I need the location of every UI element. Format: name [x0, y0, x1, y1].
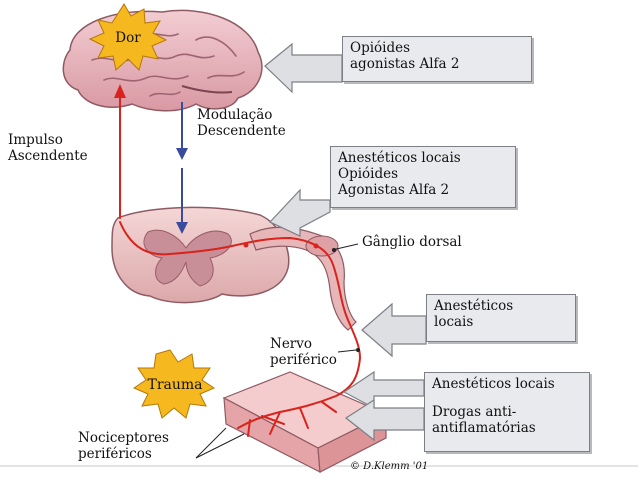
brain	[62, 9, 263, 112]
brain-drug-box: Opióides agonistas Alfa 2	[342, 36, 532, 82]
nervo-line-1: Nervo	[270, 336, 313, 352]
modulacao-label: Modulação Descendente	[197, 107, 286, 139]
periph-box-spacer	[432, 392, 582, 404]
callout-arrows	[264, 42, 427, 442]
credit-label: © D.Klemm '01	[350, 461, 429, 472]
nociceptores-label: Nociceptores periféricos	[78, 430, 169, 462]
leader-lines	[195, 243, 359, 459]
spinal-box-line-2: Opióides	[338, 166, 399, 182]
spinal-box-line-1: Anestéticos locais	[338, 150, 461, 166]
nociceptores-line-2: periféricos	[78, 446, 152, 462]
impulso-label: Impulso Ascendente	[8, 132, 88, 164]
periph-box-line-3: antiflamatórias	[432, 420, 536, 436]
brain-arrow	[264, 42, 343, 94]
modulacao-line-1: Modulação	[197, 107, 273, 123]
nerve-node-1	[243, 242, 249, 248]
nerve-drug-box: Anestéticos locais	[426, 294, 576, 342]
brain-box-line-2: agonistas Alfa 2	[350, 56, 460, 72]
descending-arrowhead-1	[176, 148, 188, 160]
nerve-box-line-2: locais	[434, 314, 474, 330]
brain-box-line-1: Opióides	[350, 40, 411, 56]
modulacao-line-2: Descendente	[197, 123, 286, 139]
periph-box-line-1: Anestéticos locais	[432, 376, 555, 392]
nervo-dot	[356, 348, 360, 352]
nerve-box-line-1: Anestéticos	[434, 298, 514, 314]
periph-drug-box: Anestéticos locais Drogas anti- antiflam…	[424, 372, 590, 452]
descending-arrowhead-2	[176, 222, 188, 234]
spinal-cord	[111, 206, 357, 331]
spinal-box-line-3: Agonistas Alfa 2	[338, 182, 450, 198]
dor-label: Dor	[115, 30, 141, 46]
nerve-arrow	[361, 302, 427, 358]
ganglio-dot	[332, 248, 336, 252]
nerve-node-2	[313, 243, 319, 249]
trauma-burst	[132, 349, 216, 419]
ganglio-label: Gânglio dorsal	[362, 234, 462, 250]
ascending-arrowhead	[114, 84, 126, 98]
nervo-label: Nervo periférico	[270, 336, 337, 368]
impulso-line-1: Impulso	[8, 132, 63, 148]
trauma-label: Trauma	[147, 377, 202, 393]
spinal-drug-box: Anestéticos locais Opióides Agonistas Al…	[330, 146, 516, 208]
ascending-pathway	[119, 95, 362, 437]
periph-box-line-2: Drogas anti-	[432, 404, 517, 420]
nociceptores-line-1: Nociceptores	[78, 430, 169, 446]
impulso-line-2: Ascendente	[8, 148, 88, 164]
dor-burst	[88, 3, 168, 71]
nervo-line-2: periférico	[270, 352, 337, 368]
dorsal-ganglion	[305, 235, 339, 257]
